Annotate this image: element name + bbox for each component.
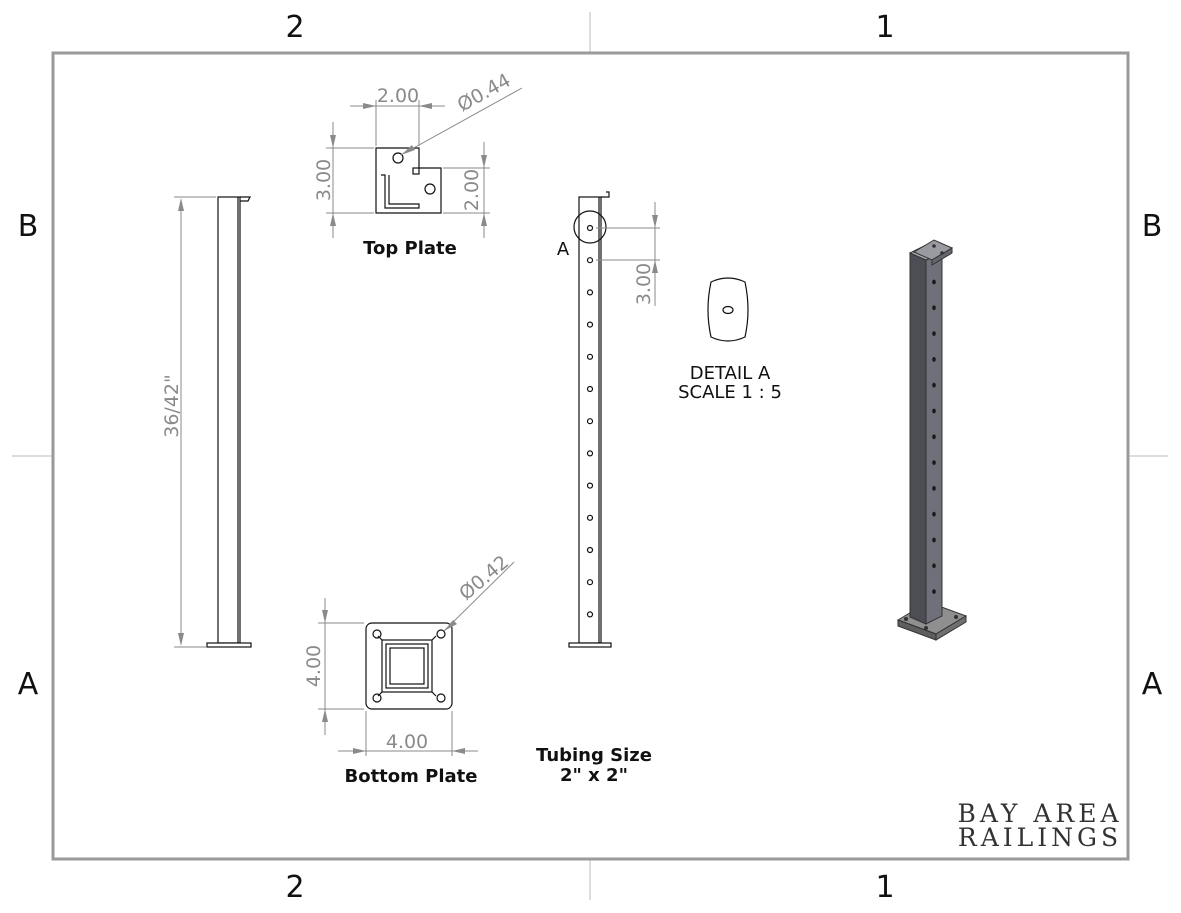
post-hole [586, 257, 594, 264]
zone-label-top-1: 1 [875, 10, 894, 45]
hole-spacing-dimension: 3.00 [596, 202, 660, 306]
bottom-plate-height-label: 4.00 [303, 645, 325, 687]
post-hole [932, 589, 936, 594]
zone-label-left-b: B [18, 209, 39, 244]
bottom-plate-label: Bottom Plate [344, 766, 477, 787]
zone-label-right-a: A [1142, 667, 1163, 702]
post-hole [932, 357, 936, 362]
post-hole [932, 486, 936, 491]
detail-scale: SCALE 1 : 5 [678, 382, 782, 403]
post-hole [586, 418, 594, 425]
top-plate-width-label: 2.00 [377, 85, 419, 107]
post-hole [586, 482, 594, 489]
logo-line1: BAY AREA [957, 799, 1122, 828]
detail-title: DETAIL A [690, 363, 771, 384]
post-hole [586, 579, 594, 586]
post-hole [932, 460, 936, 465]
post-hole [932, 537, 936, 543]
post-hole [586, 546, 594, 554]
post-hole [932, 305, 936, 311]
detail-callout: A [557, 210, 607, 260]
company-logo: BAY AREA RAILINGS [957, 799, 1122, 852]
bottom-plate-hole-label: Ø0.42 [455, 551, 513, 605]
tubing-size-line2: 2" x 2" [560, 765, 628, 786]
drawing-border [51, 51, 1130, 861]
zone-label-bottom-1: 1 [875, 870, 894, 905]
bottom-plate-width-label: 4.00 [386, 731, 428, 753]
post-hole [932, 434, 936, 440]
post-hole [932, 563, 936, 569]
post-hole [586, 353, 594, 360]
post-hole [932, 408, 936, 414]
zone-ticks [12, 12, 1168, 900]
side-view-post [206, 196, 252, 648]
post-hole [932, 331, 936, 336]
post-hole [586, 450, 594, 457]
zone-label-bottom-2: 2 [285, 870, 304, 905]
detail-a-view [707, 277, 749, 342]
bottom-plate-view [365, 622, 453, 710]
post-hole [932, 511, 936, 517]
zone-label-top-2: 2 [285, 10, 304, 45]
post-hole [932, 279, 936, 285]
zone-label-left-a: A [18, 667, 39, 702]
post-hole [586, 321, 594, 328]
top-plate-label: Top Plate [363, 238, 457, 259]
zone-label-right-b: B [1142, 209, 1163, 244]
height-dimension: 36/42" [161, 196, 216, 648]
logo-line2: RAILINGS [958, 823, 1122, 852]
post-hole [586, 514, 594, 521]
top-plate-view [375, 147, 442, 214]
post-hole [932, 382, 936, 388]
post-hole [586, 611, 594, 618]
tubing-size-line1: Tubing Size [536, 745, 652, 766]
top-plate-tab-label: 2.00 [461, 169, 483, 211]
height-dimension-label: 36/42" [161, 374, 183, 438]
top-plate-height-label: 3.00 [313, 159, 335, 201]
post-hole [586, 289, 594, 296]
post-hole [586, 224, 594, 232]
detail-marker-label: A [557, 239, 570, 260]
front-view-post [568, 191, 612, 648]
isometric-post [896, 239, 968, 641]
post-hole [586, 385, 594, 393]
hole-spacing-label: 3.00 [633, 263, 655, 305]
